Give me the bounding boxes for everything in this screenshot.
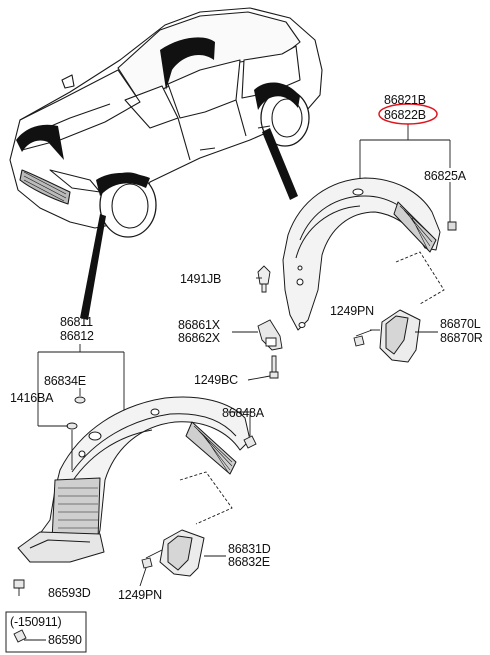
label-86862X: 86862X (178, 331, 221, 345)
front-leader-lines (18, 344, 252, 641)
label-86822B: 86822B (384, 108, 426, 122)
rear-leader-lines (232, 124, 451, 381)
label-1416BA: 1416BA (10, 391, 54, 405)
label-86821B: 86821B (384, 93, 426, 107)
car-liner-highlights (16, 37, 300, 196)
clip-86590-shape (13, 629, 27, 643)
clip-86834E-shape (74, 396, 86, 404)
mudguard-86831-shape (159, 529, 205, 577)
clip-1416BA-shape (66, 422, 78, 430)
screw-1249BC-shape (269, 355, 279, 379)
bracket-86861X-shape (257, 319, 283, 351)
screw-1249PN-right-shape (353, 329, 373, 347)
note-box (5, 611, 87, 653)
label-1491JB: 1491JB (180, 272, 221, 286)
label-86861X: 86861X (178, 318, 221, 332)
clip-86848A-shape (243, 435, 257, 449)
clip-86825A-shape (447, 221, 457, 231)
label-note-date: (-150911) (10, 615, 62, 629)
label-86825A: 86825A (424, 169, 467, 183)
label-1249BC: 1249BC (194, 373, 238, 387)
label-86834E: 86834E (44, 374, 86, 388)
clip-86593D-shape (13, 579, 25, 589)
car-leader-lines (80, 128, 298, 320)
label-1249PN-left: 1249PN (118, 588, 162, 602)
car-illustration (9, 7, 323, 238)
label-1249PN-right: 1249PN (330, 304, 374, 318)
highlight-circle (378, 103, 438, 125)
bolt-1491JB-shape (257, 265, 271, 293)
label-86832E: 86832E (228, 555, 270, 569)
rear-wheel-guard (282, 177, 441, 331)
label-86870L: 86870L (440, 317, 481, 331)
label-86831D: 86831D (228, 542, 271, 556)
label-86848A: 86848A (222, 406, 265, 420)
label-86811: 86811 (60, 315, 93, 329)
part-labels: 86821B 86822B 86825A 1491JB 86861X 86862… (10, 93, 483, 647)
screw-1249PN-left-shape (141, 549, 163, 569)
label-86590: 86590 (48, 633, 82, 647)
front-wheel-guard (17, 396, 251, 563)
label-86812: 86812 (60, 329, 94, 343)
mudguard-86870-shape (379, 309, 421, 363)
label-86870R: 86870R (440, 331, 483, 345)
label-86593D: 86593D (48, 586, 91, 600)
